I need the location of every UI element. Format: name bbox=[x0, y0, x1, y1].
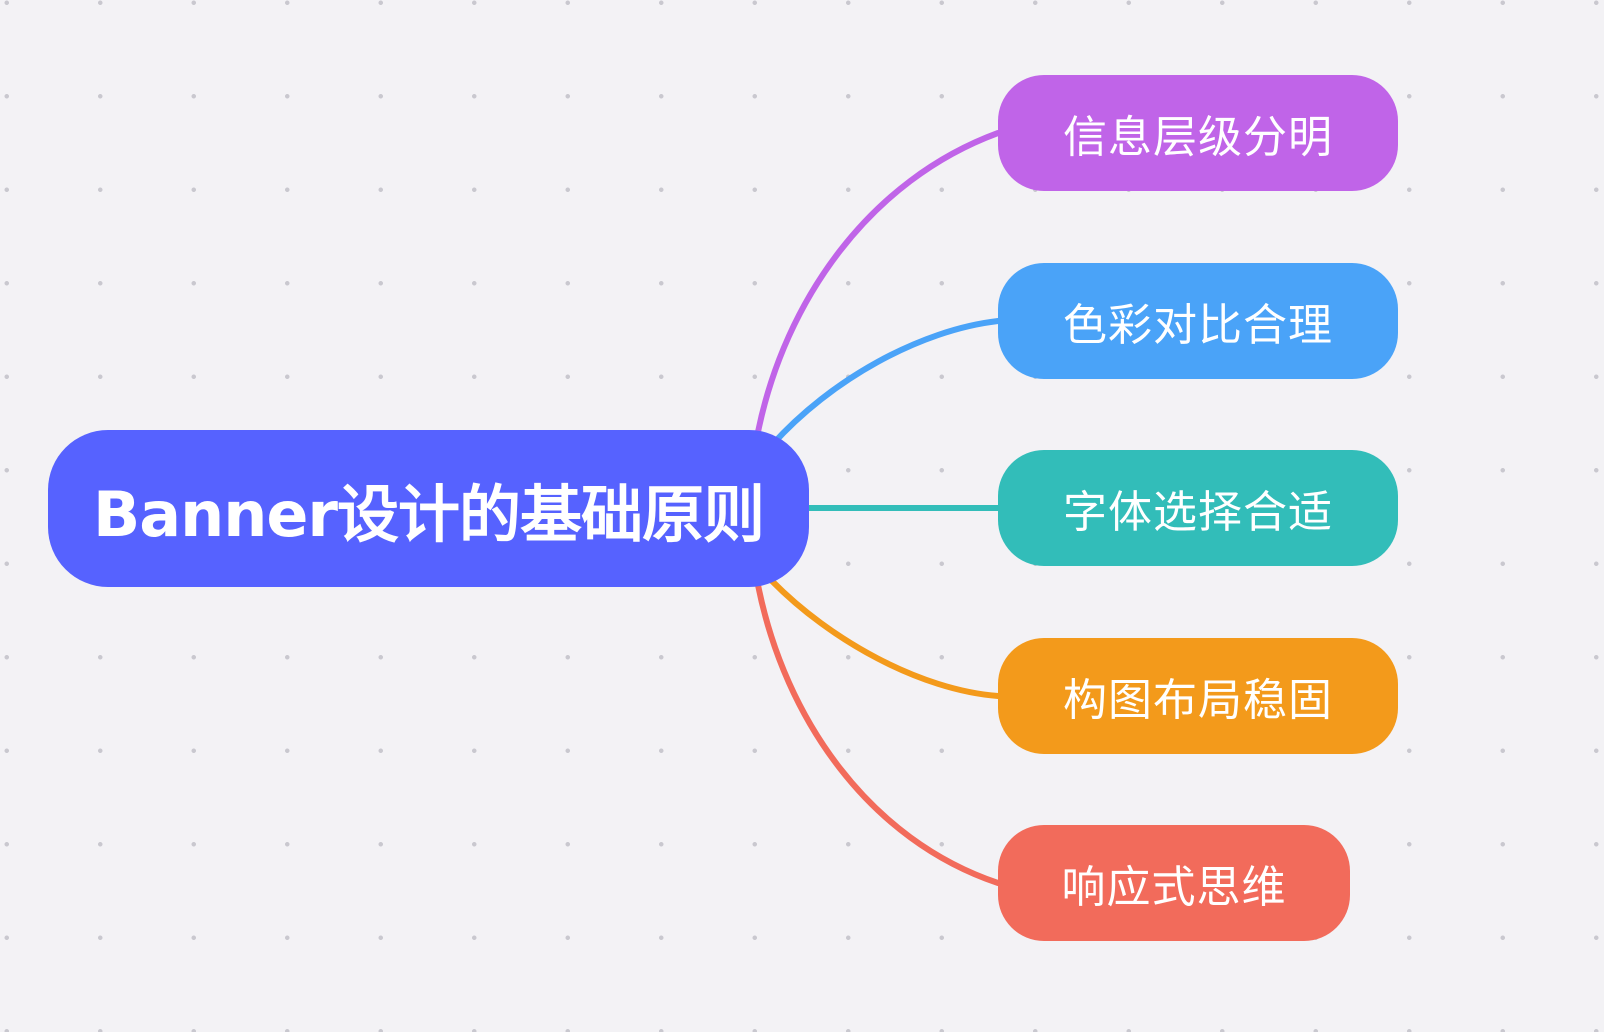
root-topic-label: Banner设计的基础原则 bbox=[93, 477, 765, 551]
branch-label: 字体选择合适 bbox=[1063, 487, 1333, 538]
branch-node-layout-composition[interactable]: 构图布局稳固 bbox=[998, 638, 1398, 754]
branch-node-responsive-thinking[interactable]: 响应式思维 bbox=[998, 825, 1350, 941]
branch-node-color-contrast[interactable]: 色彩对比合理 bbox=[998, 263, 1398, 379]
branch-label: 色彩对比合理 bbox=[1063, 300, 1333, 351]
root-topic-node[interactable]: Banner设计的基础原则 bbox=[48, 430, 809, 587]
connector-line-4 bbox=[769, 578, 1001, 699]
branch-label: 响应式思维 bbox=[1061, 862, 1287, 913]
connector-line-5 bbox=[755, 582, 1001, 886]
connector-line-2 bbox=[769, 318, 1001, 448]
branch-node-font-choice[interactable]: 字体选择合适 bbox=[998, 450, 1398, 566]
branch-label: 信息层级分明 bbox=[1063, 112, 1333, 163]
connector-line-1 bbox=[755, 130, 1001, 435]
branch-label: 构图布局稳固 bbox=[1063, 675, 1333, 726]
branch-node-information-hierarchy[interactable]: 信息层级分明 bbox=[998, 75, 1398, 191]
